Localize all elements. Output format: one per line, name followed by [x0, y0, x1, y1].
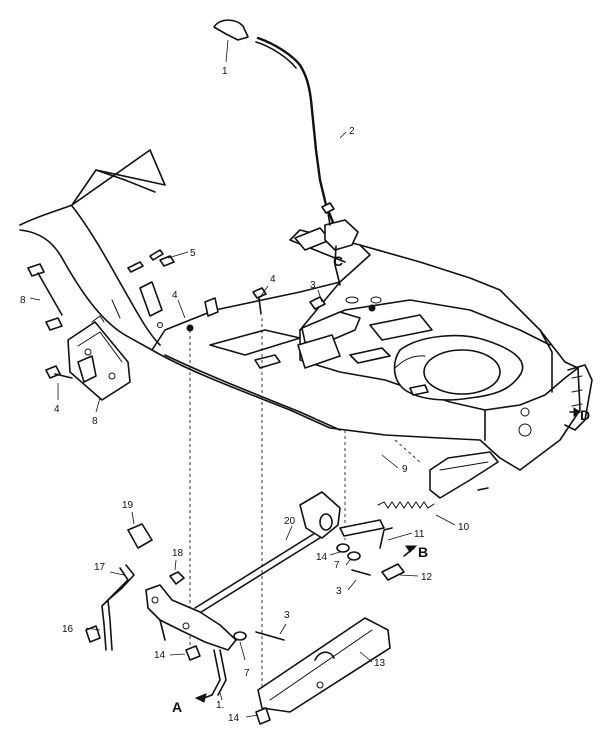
right-bracket: [564, 364, 593, 431]
callout-labels: 1 2 4 5 4 8 3 4 8 9 10 11 12 13 14 14 14…: [20, 66, 590, 724]
letter-d: D: [580, 407, 590, 423]
callout-14-c: 14: [228, 713, 240, 724]
callout-8-upper: 8: [20, 295, 26, 306]
lower-bracket: [429, 451, 499, 499]
letter-a: A: [172, 699, 182, 715]
callout-4-top: 4: [270, 274, 276, 285]
callout-10: 10: [458, 522, 470, 533]
link-arm: [185, 631, 285, 703]
callout-14-b: 14: [154, 650, 166, 661]
callout-12: 12: [421, 572, 433, 583]
callout-3-mid: 3: [336, 586, 342, 597]
alignment-lines: [189, 318, 421, 700]
hood-body: [19, 149, 166, 351]
callout-2: 2: [349, 126, 355, 137]
callout-5: 5: [190, 248, 196, 259]
callout-13: 13: [374, 658, 386, 669]
callout-7-b: 7: [244, 668, 250, 679]
leader-lines: [29, 131, 456, 718]
lift-rod: [194, 491, 435, 615]
plate: [255, 617, 391, 725]
callout-11: 11: [414, 529, 425, 540]
hardware-top: [27, 202, 382, 316]
callout-1-top: 1: [222, 66, 228, 77]
callout-18: 18: [172, 548, 184, 559]
callout-17: 17: [94, 562, 106, 573]
frame-deck: [127, 227, 581, 471]
callout-9: 9: [402, 464, 408, 475]
left-bracket: [45, 315, 131, 401]
lower-lever-assembly: [85, 523, 237, 651]
arrows: [403, 407, 581, 557]
callout-3-upper: 3: [310, 280, 316, 291]
callout-14-a: 14: [316, 552, 328, 563]
callout-4-lower: 4: [54, 404, 60, 415]
callout-1-low: 1.: [216, 700, 224, 711]
callout-7-a: 7: [334, 560, 340, 571]
callout-16: 16: [62, 624, 74, 635]
callout-3-low: 3: [284, 610, 290, 621]
lift-lever: [213, 19, 361, 369]
letter-c: C: [333, 253, 343, 269]
callout-19: 19: [122, 500, 134, 511]
callout-20: 20: [284, 516, 296, 527]
callout-8-lower: 8: [92, 416, 98, 427]
letter-b: B: [418, 544, 428, 560]
callout-4-left: 4: [172, 290, 178, 301]
